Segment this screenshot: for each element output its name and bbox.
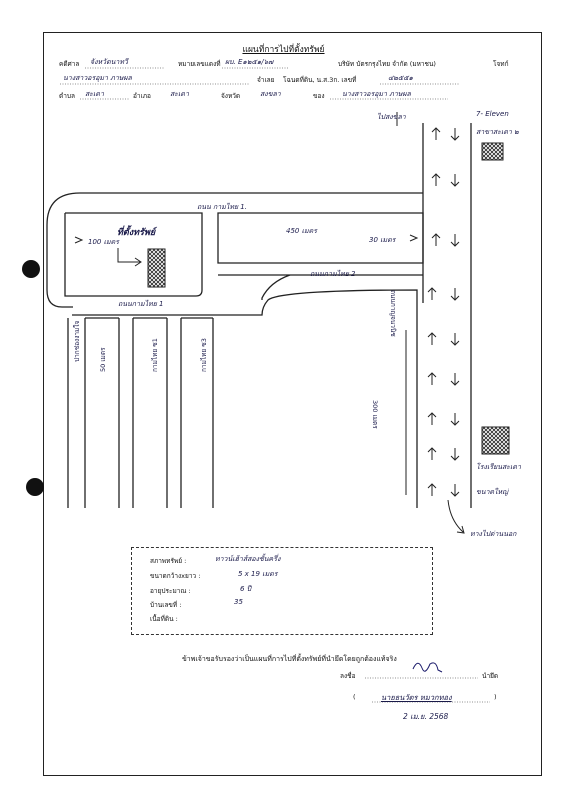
school-building <box>481 426 510 455</box>
owner-value: นางสาวอรอุมา ภาษผล <box>342 90 411 98</box>
sign-date: 2 เม.ย. 2568 <box>403 712 449 721</box>
house-no-value: 35 <box>234 598 243 606</box>
type-label: สภาพทรัพย์ : <box>150 557 187 565</box>
owner-label: ของ <box>313 92 325 100</box>
defendant-label: จำเลย <box>257 76 275 84</box>
area-label: เนื้อที่ดิน : <box>150 615 178 623</box>
defendant-value: นางสาวอรอุมา ภาษผล <box>63 74 132 82</box>
paren-close: ) <box>494 693 497 701</box>
road-1b-label: ถนนกามไทย 1 <box>118 300 164 308</box>
paren-open: ( <box>353 693 356 701</box>
document-frame <box>43 32 542 776</box>
size-label: ขนาดกว้างxยาว : <box>150 572 201 580</box>
to-songkhla-label: ไปสงขลา <box>377 113 406 121</box>
binder-hole <box>26 478 44 496</box>
size-value: 5 x 19 เมตร <box>238 570 278 578</box>
district-value: สะเดา <box>170 90 189 98</box>
subdistrict-value: สะเดา <box>85 90 104 98</box>
plaintiff-label: โจทก์ <box>493 60 509 68</box>
seven-eleven-building <box>481 142 504 161</box>
certify-text: ข้าพเจ้าขอรับรองว่าเป็นแผนที่การไปที่ตั้… <box>182 655 397 663</box>
seven-eleven-branch: สาขาสะเดา ๒ <box>476 128 519 136</box>
binder-hole <box>22 260 40 278</box>
role-label: นำยึด <box>482 672 499 680</box>
target-label: ที่ตั้งทรัพย์ <box>117 228 156 238</box>
road-2-label: ถนนกามไทย 2 <box>310 270 356 278</box>
province-label: จังหวัด <box>221 92 241 100</box>
property-info-box <box>131 547 433 635</box>
district-label: อำเภอ <box>133 92 151 100</box>
age-label: อายุประมาณ : <box>150 587 191 595</box>
seven-eleven-label: 7- Eleven <box>476 110 509 118</box>
distance-100: 100 เมตร <box>88 238 119 246</box>
deed-value: ๔๒๕๕๑ <box>388 74 413 82</box>
school-label-2: ขนาดใหญ่ <box>476 488 509 496</box>
school-label: โรงเรียนสะเดา <box>476 463 521 471</box>
court-label: คดีศาล <box>59 60 80 68</box>
signer-name: นายธนวัตร หมวกทอง <box>381 693 452 702</box>
distance-450: 450 เมตร <box>286 227 317 235</box>
sign-label: ลงชื่อ <box>340 672 356 680</box>
house-no-label: บ้านเลขที่ : <box>150 601 182 609</box>
type-value: ทาวน์เฮ้าส์สองชั้นครึ่ง <box>215 555 281 563</box>
court-value: จังหวัดนาทวี <box>90 58 128 66</box>
province-value: สงขลา <box>260 90 281 98</box>
age-value: 6 ปี <box>240 585 252 593</box>
form-title: แผนที่การไปที่ตั้งทรัพย์ <box>242 45 325 55</box>
distance-30: 30 เมตร <box>369 236 396 244</box>
to-border-label: ทางไปด่านนอก <box>470 530 517 538</box>
subdistrict-label: ตำบล <box>59 92 75 100</box>
black-no-value: ผบ. E๑๒๕๑/๖๗ <box>225 58 274 66</box>
black-no-label: หมายเลขแดงที่ <box>178 60 221 68</box>
deed-label: โฉนดที่ดิน, น.ส.3ก. เลขที่ <box>283 76 357 84</box>
target-building <box>147 248 166 288</box>
company-name: บริษัท บัตรกรุงไทย จำกัด (มหาชน) <box>338 60 436 68</box>
road-1-label: ถนน กามไทย 1. <box>197 203 247 211</box>
